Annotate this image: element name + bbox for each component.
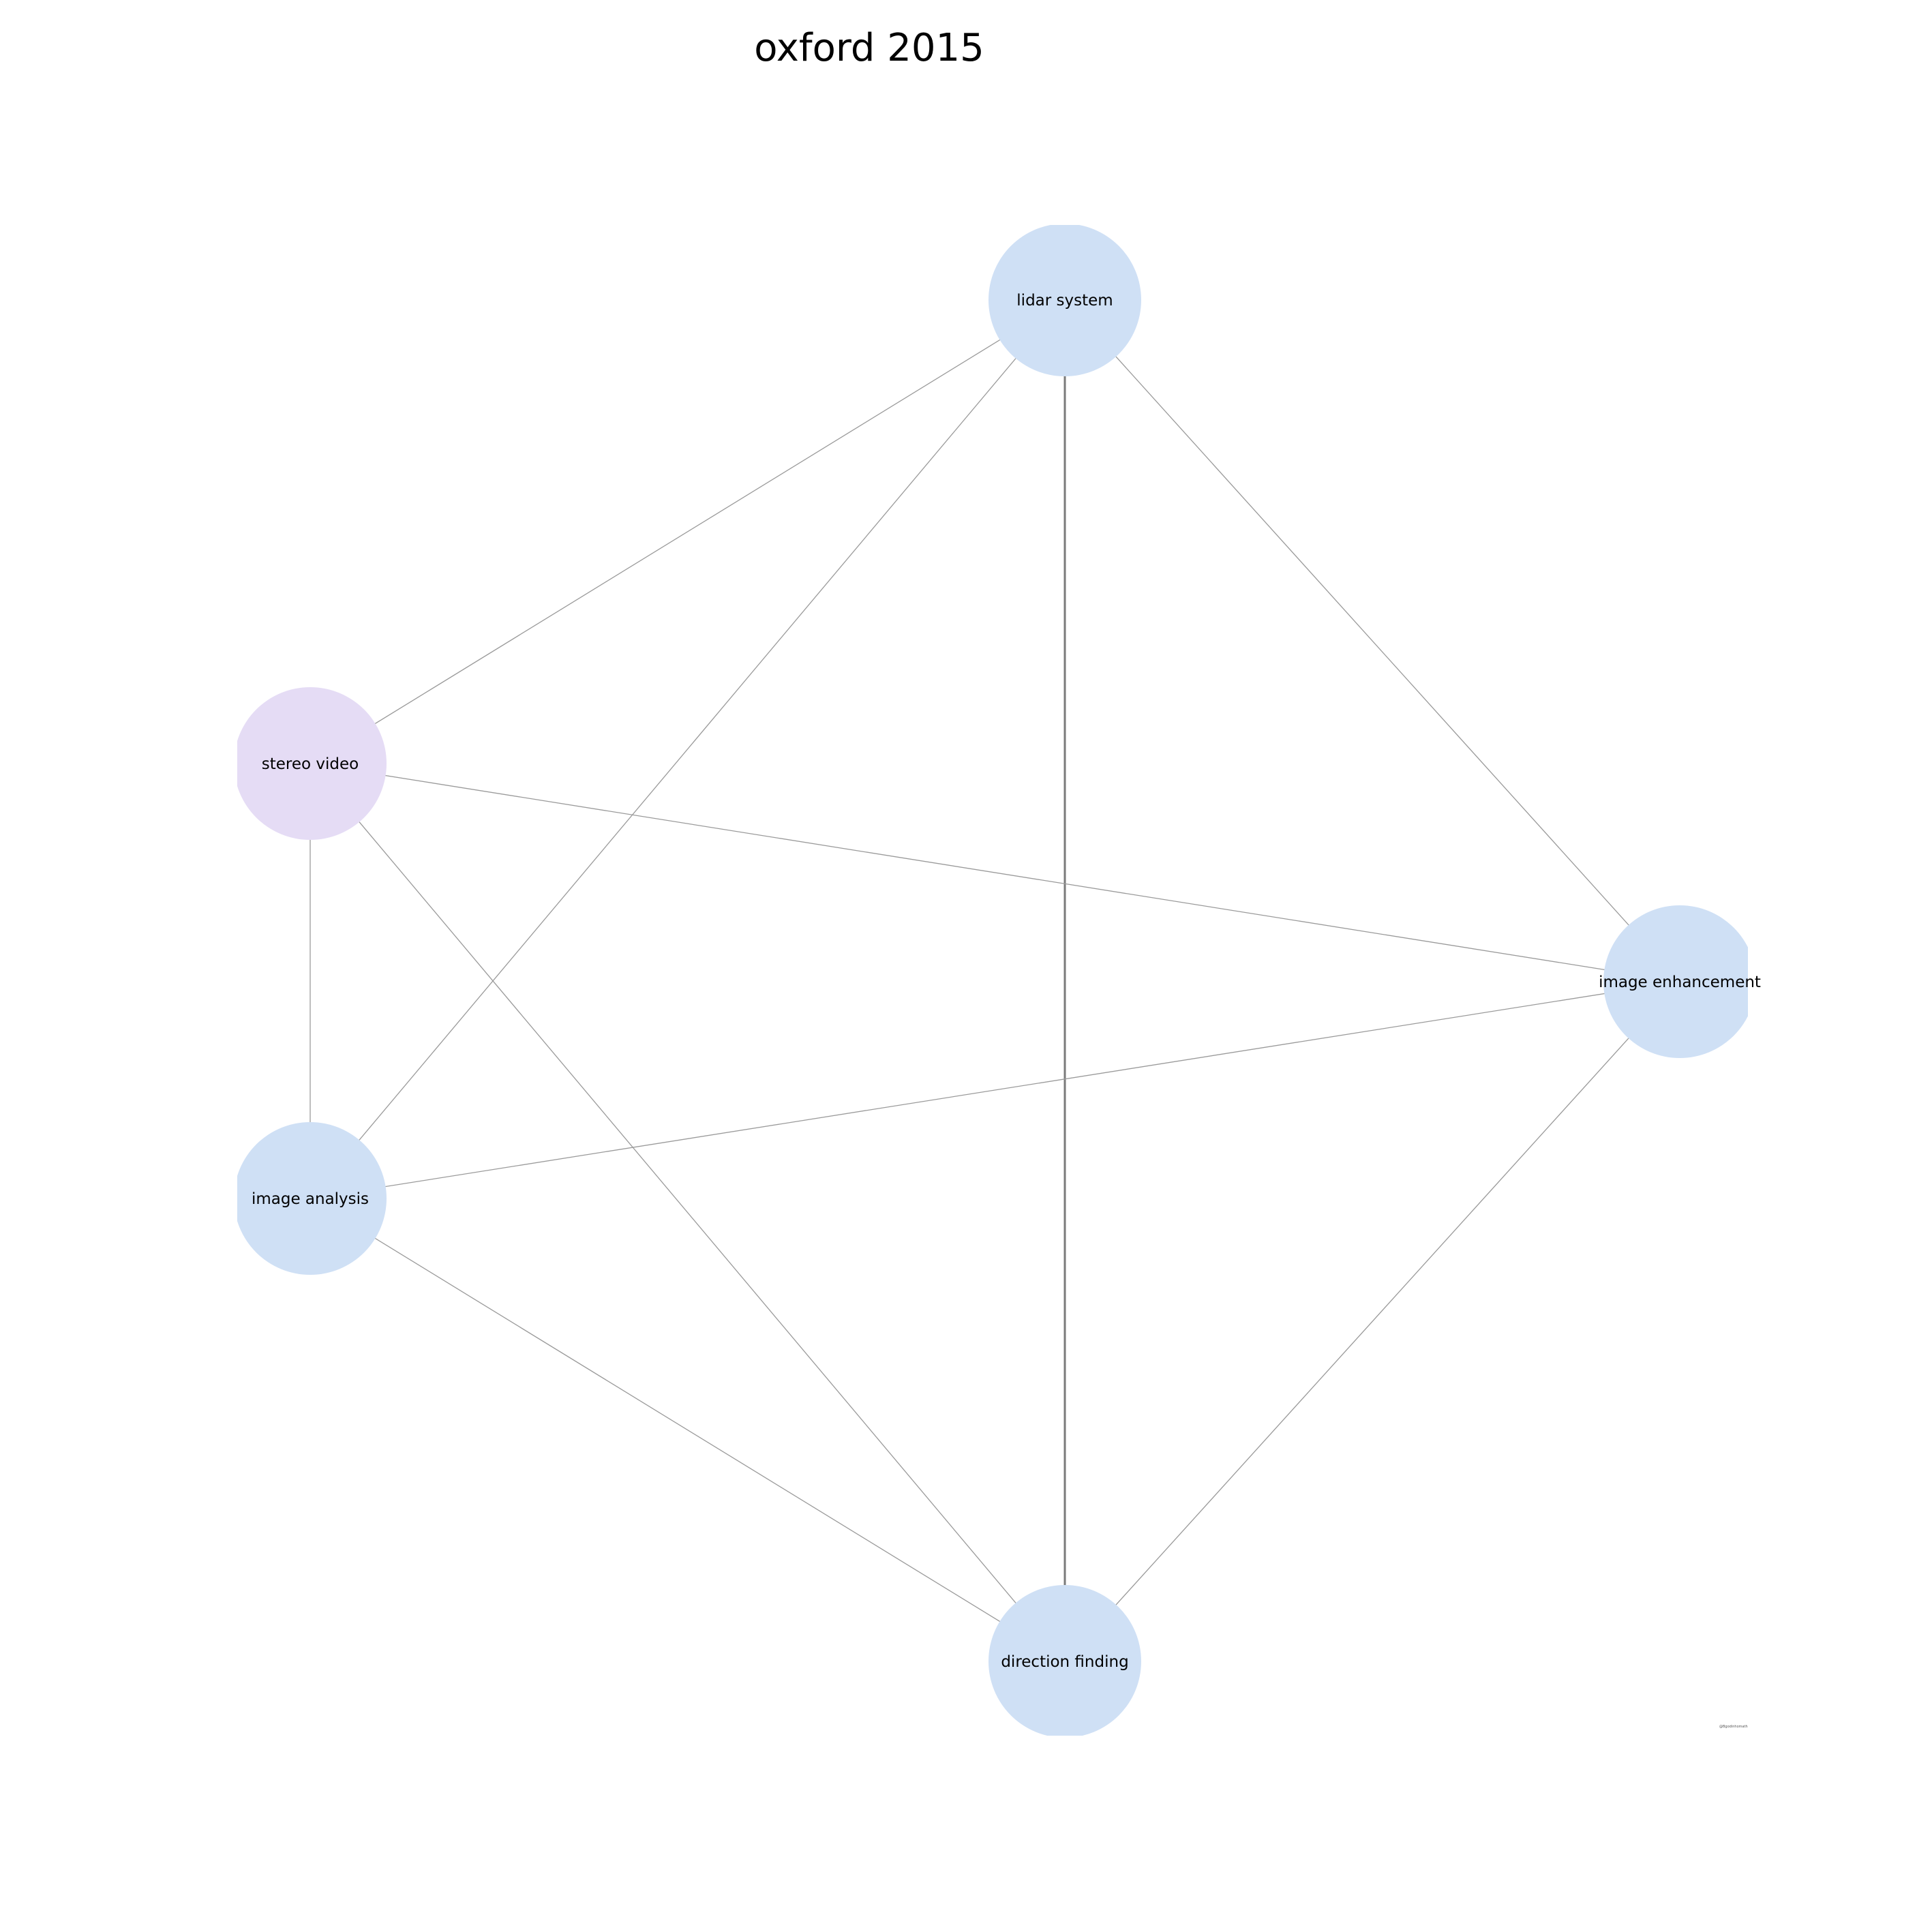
- node-direction: [988, 1585, 1141, 1736]
- node-enhance: [1603, 905, 1748, 1058]
- node-circle-enhance: [1603, 905, 1748, 1058]
- node-stereo: [237, 687, 387, 840]
- node-label-enhance: image enhancement: [1599, 973, 1761, 991]
- node-analysis: [237, 1122, 387, 1275]
- node-label-direction: direction finding: [1001, 1653, 1128, 1671]
- node-circle-stereo: [237, 687, 387, 840]
- node-lidar: [988, 225, 1141, 376]
- node-label-lidar: lidar system: [1016, 292, 1113, 310]
- edge-enhance-direction: [1064, 981, 1680, 1662]
- node-circle-direction: [988, 1585, 1141, 1736]
- edge-enhance-analysis: [310, 981, 1680, 1199]
- page-title: oxford 2015: [754, 26, 984, 70]
- credit-text: @Bgodinhomath: [1719, 1725, 1748, 1729]
- edge-lidar-analysis: [310, 299, 1066, 1199]
- edge-analysis-direction: [310, 1198, 1066, 1662]
- node-circle-lidar: [988, 225, 1141, 376]
- edge-stereo-enhance: [310, 763, 1680, 982]
- edges-layer: [310, 299, 1680, 1662]
- nodes-layer: [237, 225, 1748, 1736]
- labels-layer: lidar system stereo video image enhancemen…: [252, 292, 1761, 1671]
- edge-lidar-stereo: [310, 299, 1066, 764]
- node-label-stereo: stereo video: [262, 755, 359, 773]
- edge-lidar-enhance: [1064, 299, 1680, 982]
- node-label-analysis: image analysis: [252, 1190, 369, 1208]
- node-circle-analysis: [237, 1122, 387, 1275]
- edge-stereo-direction: [310, 763, 1066, 1662]
